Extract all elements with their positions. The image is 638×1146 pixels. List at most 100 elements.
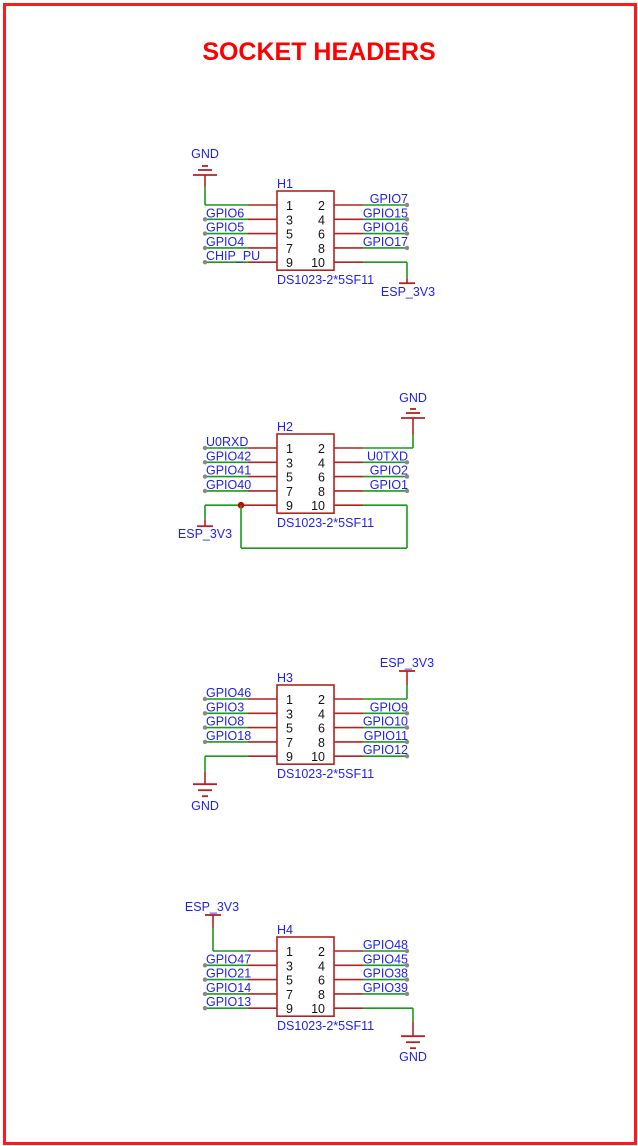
net-label: GPIO41 — [206, 464, 251, 478]
wire-end-dot — [202, 1006, 208, 1011]
part-number: DS1023-2*5SF11 — [277, 516, 374, 530]
connector-body — [276, 433, 335, 514]
pin-number: 9 — [286, 1002, 293, 1016]
wire-end-dot — [202, 260, 208, 265]
net-label: GPIO38 — [363, 967, 408, 981]
net-label: GPIO21 — [206, 967, 251, 981]
wire-end-dot — [202, 245, 208, 251]
wire-end-dot — [404, 977, 410, 982]
wire-end-dot — [404, 754, 410, 759]
pin-number: 3 — [286, 707, 293, 721]
wire-end-dot — [404, 739, 410, 745]
wire-end-dot — [404, 460, 410, 465]
designator: H2 — [277, 420, 293, 434]
pin-number: 9 — [286, 256, 293, 270]
power-label-3v3: ESP_3V3 — [178, 527, 232, 541]
designator: H4 — [277, 923, 293, 937]
net-label: GPIO3 — [206, 700, 244, 714]
net-label: GPIO15 — [363, 206, 408, 220]
header-h1: H1DS1023-2*5SF111GND3GPIO65GPIO57GPIO49C… — [191, 147, 435, 299]
pin-number: 8 — [318, 736, 325, 750]
net-label: GPIO9 — [370, 700, 408, 714]
pin-number: 2 — [318, 693, 325, 707]
connector-body — [276, 936, 335, 1017]
pin-number: 10 — [311, 750, 325, 764]
net-label: GPIO6 — [206, 206, 244, 220]
power-label-gnd: GND — [191, 799, 219, 813]
pin-number: 8 — [318, 988, 325, 1002]
pin-number: 7 — [286, 736, 293, 750]
pin-number: 6 — [318, 471, 325, 485]
net-label: GPIO48 — [363, 938, 408, 952]
wire-end-dot — [404, 245, 410, 251]
pin-number: 5 — [286, 974, 293, 988]
wire-end-dot — [404, 231, 410, 236]
pin-number: 10 — [311, 499, 325, 513]
wire-end-dot — [202, 217, 208, 222]
header-h4: H4DS1023-2*5SF111ESP_3V33GPIO475GPIO217G… — [185, 900, 427, 1064]
net-label: GPIO4 — [206, 235, 244, 249]
pin-number: 2 — [318, 442, 325, 456]
net-label: GPIO45 — [363, 952, 408, 966]
connector-body — [276, 684, 335, 765]
pin-number: 9 — [286, 750, 293, 764]
net-label: GPIO42 — [206, 449, 251, 463]
wire-end-dot — [404, 202, 410, 208]
header-h3: H3DS1023-2*5SF111GPIO463GPIO35GPIO87GPIO… — [191, 656, 434, 813]
net-label: GPIO2 — [370, 464, 408, 478]
net-label: GPIO11 — [364, 729, 408, 743]
pin-number: 2 — [318, 199, 325, 213]
net-label: CHIP_PU — [206, 249, 260, 263]
net-label: U0TXD — [367, 449, 408, 463]
pin-number: 2 — [318, 945, 325, 959]
pin-number: 10 — [311, 256, 325, 270]
pin-number: 7 — [286, 988, 293, 1002]
net-label: GPIO47 — [206, 952, 251, 966]
power-label-3v3: ESP_3V3 — [381, 285, 435, 299]
net-label: GPIO14 — [206, 981, 251, 995]
pin-number: 1 — [286, 442, 293, 456]
pin-number: 1 — [286, 199, 293, 213]
net-label: GPIO10 — [363, 715, 408, 729]
connector-body — [276, 190, 335, 271]
pin-number: 1 — [286, 693, 293, 707]
wire-end-dot — [404, 991, 410, 997]
net-label: GPIO17 — [363, 235, 408, 249]
net-label: GPIO13 — [206, 995, 251, 1009]
net-label: GPIO39 — [363, 981, 408, 995]
pin-number: 7 — [286, 242, 293, 256]
wire-end-dot — [404, 711, 410, 716]
pin-number: 5 — [286, 722, 293, 736]
net-label: GPIO1 — [370, 478, 408, 492]
wire-end-dot — [202, 460, 208, 465]
pin-number: 6 — [318, 722, 325, 736]
pin-number: 6 — [318, 228, 325, 242]
wire-end-dot — [202, 739, 208, 745]
net-label: U0RXD — [206, 435, 248, 449]
wire-end-dot — [404, 474, 410, 479]
pin-number: 8 — [318, 242, 325, 256]
wire-end-dot — [202, 445, 208, 451]
net-label: GPIO18 — [206, 729, 251, 743]
designator: H3 — [277, 671, 293, 685]
net-label: GPIO5 — [206, 221, 244, 235]
pin-number: 10 — [311, 1002, 325, 1016]
power-label-3v3: ESP_3V3 — [380, 656, 434, 670]
wire-end-dot — [404, 725, 410, 730]
pin-number: 3 — [286, 959, 293, 973]
pin-number: 7 — [286, 485, 293, 499]
net-label: GPIO40 — [206, 478, 251, 492]
pin-number: 4 — [318, 707, 325, 721]
net-label: GPIO8 — [206, 715, 244, 729]
designator: H1 — [277, 177, 293, 191]
wire-end-dot — [404, 948, 410, 954]
wire-end-dot — [202, 231, 208, 236]
pin-number: 4 — [318, 456, 325, 470]
wire-end-dot — [202, 711, 208, 716]
pin-number: 8 — [318, 485, 325, 499]
power-label-3v3: ESP_3V3 — [185, 900, 239, 914]
wire-end-dot — [202, 696, 208, 702]
pin-number: 1 — [286, 945, 293, 959]
sheet-border — [3, 3, 637, 1145]
